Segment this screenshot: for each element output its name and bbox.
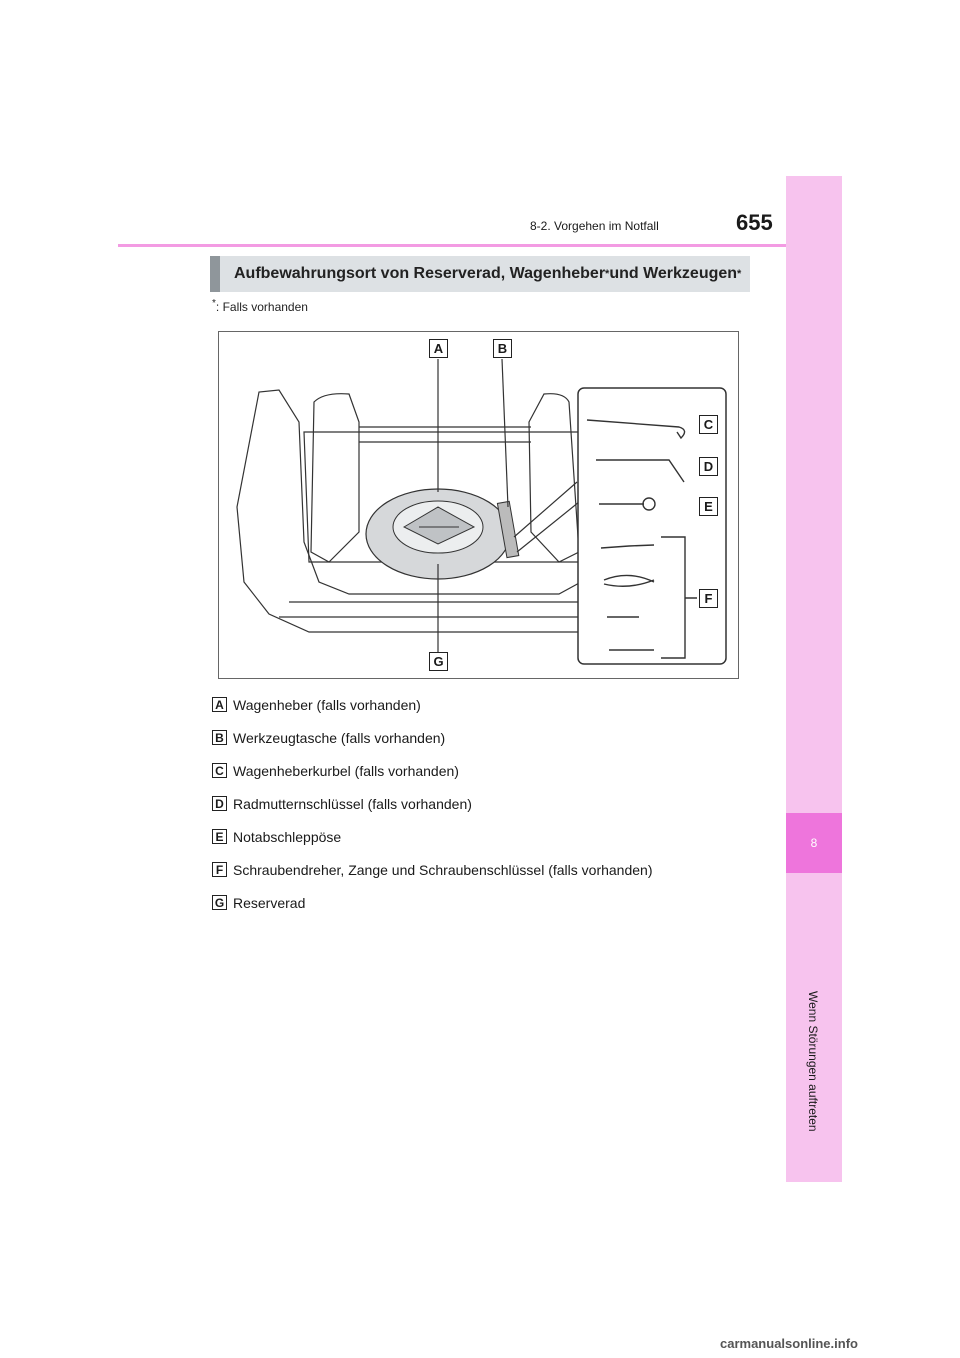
legend-text: Wagenheber (falls vorhanden): [233, 696, 421, 713]
asterisk-1: *: [605, 268, 610, 280]
callout-A: A: [429, 339, 448, 358]
legend-key: G: [212, 895, 227, 910]
legend-row: F Schraubendreher, Zange und Schraubensc…: [212, 853, 653, 886]
section-title-text: Aufbewahrungsort von Reserverad, Wagenhe…: [234, 265, 606, 282]
tools-inset: [577, 387, 727, 665]
legend-row: B Werkzeugtasche (falls vorhanden): [212, 721, 653, 754]
page-number: 655: [736, 210, 773, 235]
legend-text: Wagenheberkurbel (falls vorhanden): [233, 762, 459, 779]
callout-D: D: [699, 457, 718, 476]
legend-key: E: [212, 829, 227, 844]
tool-bag: [496, 500, 520, 559]
section-title: Aufbewahrungsort von Reserverad, Wagenhe…: [210, 256, 750, 292]
header-section: 8-2. Vorgehen im Notfall: [530, 219, 659, 233]
watermark: carmanualsonline.info: [720, 1336, 858, 1351]
legend-key: C: [212, 763, 227, 778]
cargo-bar: [359, 426, 531, 443]
trunk-illustration-svg: [236, 358, 727, 665]
legend-text: Werkzeugtasche (falls vorhanden): [233, 729, 446, 746]
chapter-side-tab: 8 Wenn Störungen auftreten: [786, 176, 842, 1182]
legend-row: D Radmutternschlüssel (falls vorhanden): [212, 787, 653, 820]
header-divider: [118, 244, 786, 247]
legend-key: B: [212, 730, 227, 745]
f-bracket: [661, 536, 697, 659]
footnote: *: Falls vorhanden: [212, 298, 308, 314]
legend-text: Reserverad: [233, 894, 306, 911]
legend-row: A Wagenheber (falls vorhanden): [212, 688, 653, 721]
legend-key: D: [212, 796, 227, 811]
callout-F: F: [699, 589, 718, 608]
callout-B: B: [493, 339, 512, 358]
trunk-illustration: A B C D E F G: [218, 331, 739, 679]
legend-key: A: [212, 697, 227, 712]
legend-text: Schraubendreher, Zange und Schraubenschl…: [233, 861, 653, 878]
pliers: [603, 574, 655, 587]
rear-bumper: [279, 601, 614, 618]
legend-row: E Notabschleppöse: [212, 820, 653, 853]
legend-row: G Reserverad: [212, 886, 653, 919]
jack: [402, 506, 476, 545]
chapter-title: Wenn Störungen auftreten: [806, 991, 820, 1132]
legend-row: C Wagenheberkurbel (falls vorhanden): [212, 754, 653, 787]
asterisk-2: *: [737, 268, 742, 280]
callout-E: E: [699, 497, 718, 516]
footnote-text: : Falls vorhanden: [215, 300, 308, 314]
lug-wrench: [596, 459, 685, 483]
section-title-mid: und Werkzeugen: [609, 265, 738, 282]
left-seat: [310, 393, 360, 563]
legend-text: Radmutternschlüssel (falls vorhanden): [233, 795, 472, 812]
legend: A Wagenheber (falls vorhanden) B Werkzeu…: [212, 688, 653, 919]
footnote-marker: *: [212, 298, 216, 309]
legend-key: F: [212, 862, 227, 877]
callout-G: G: [429, 652, 448, 671]
screwdriver: [600, 544, 655, 549]
right-seat: [528, 393, 580, 563]
legend-text: Notabschleppöse: [233, 828, 342, 845]
jack-crank: [586, 419, 686, 440]
callout-C: C: [699, 415, 718, 434]
tow-eye: [599, 497, 656, 511]
chapter-number: 8: [786, 813, 842, 873]
